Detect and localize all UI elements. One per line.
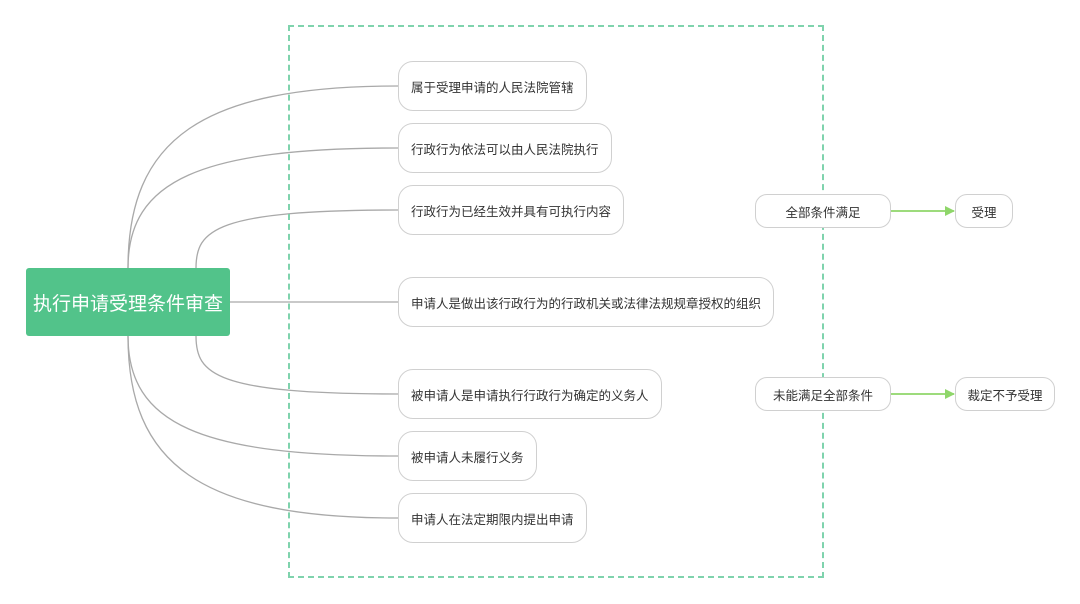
condition-node-3: 行政行为已经生效并具有可执行内容 — [398, 185, 625, 235]
condition-node-5: 被申请人是申请执行行政行为确定的义务人 — [398, 369, 662, 419]
condition-node-7: 申请人在法定期限内提出申请 — [398, 493, 587, 543]
connector-condition-5 — [195, 335, 399, 395]
root-node: 执行申请受理条件审查 — [26, 268, 230, 336]
all-conditions-met-node: 全部条件满足 — [755, 194, 891, 228]
condition-node-4: 申请人是做出该行政行为的行政机关或法律法规规章授权的组织 — [398, 277, 775, 327]
connector-condition-3 — [195, 209, 399, 269]
connector-condition-7 — [127, 335, 399, 519]
accept-result-node: 受理 — [955, 194, 1013, 228]
condition-node-1: 属于受理申请的人民法院管辖 — [398, 61, 587, 111]
reject-result-node: 裁定不予受理 — [955, 377, 1055, 411]
conditions-boundary — [288, 25, 824, 578]
condition-node-6: 被申请人未履行义务 — [398, 431, 537, 481]
connector-condition-6 — [127, 335, 399, 457]
condition-node-2: 行政行为依法可以由人民法院执行 — [398, 123, 612, 173]
conditions-not-met-node: 未能满足全部条件 — [755, 377, 891, 411]
connector-condition-1 — [127, 85, 399, 269]
connector-condition-2 — [127, 147, 399, 269]
